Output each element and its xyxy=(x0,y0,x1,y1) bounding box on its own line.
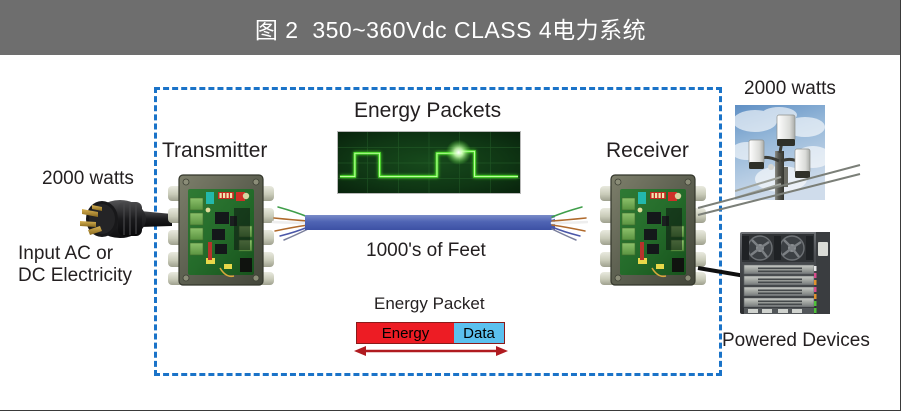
network-switch-chassis-icon xyxy=(740,232,830,314)
energy-packet-legend-bar: Energy Data xyxy=(356,322,505,344)
energy-packets-label: Energy Packets xyxy=(354,99,502,122)
packet-data-segment: Data xyxy=(454,323,504,343)
system-boundary-box xyxy=(154,87,722,376)
input-caption-label: Input AC or DC Electricity xyxy=(18,243,133,287)
energy-packet-legend-title: Energy Packet xyxy=(374,294,485,313)
page-title: 图 2 350~360Vdc CLASS 4电力系统 xyxy=(254,16,647,43)
input-power-label: 2000 watts xyxy=(42,168,134,189)
packet-duration-arrow-icon xyxy=(354,346,508,356)
output-power-label: 2000 watts xyxy=(744,78,836,99)
receiver-label: Receiver xyxy=(606,139,689,162)
powered-devices-label: Powered Devices xyxy=(722,330,870,351)
cable-run xyxy=(305,215,555,230)
cell-tower-antenna-icon xyxy=(735,105,825,200)
transmitter-label: Transmitter xyxy=(162,139,268,162)
figure-title-bar: 图 2 350~360Vdc CLASS 4电力系统 xyxy=(0,0,900,55)
cable-length-label: 1000's of Feet xyxy=(366,240,486,261)
cable-right-pair-ends-icon xyxy=(550,206,588,241)
power-plug-icon xyxy=(80,200,172,238)
transmitter-device-icon xyxy=(168,174,274,286)
receiver-device-icon xyxy=(600,174,706,286)
packet-energy-segment: Energy xyxy=(357,323,454,343)
oscilloscope-screen xyxy=(337,131,521,194)
